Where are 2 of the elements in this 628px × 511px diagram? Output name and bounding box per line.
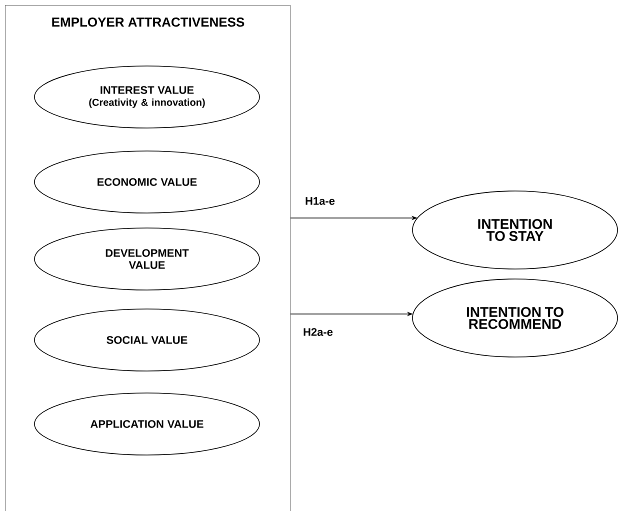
edge-label: H2a-e [302, 327, 334, 337]
edge-label: H1a-e [304, 196, 336, 206]
